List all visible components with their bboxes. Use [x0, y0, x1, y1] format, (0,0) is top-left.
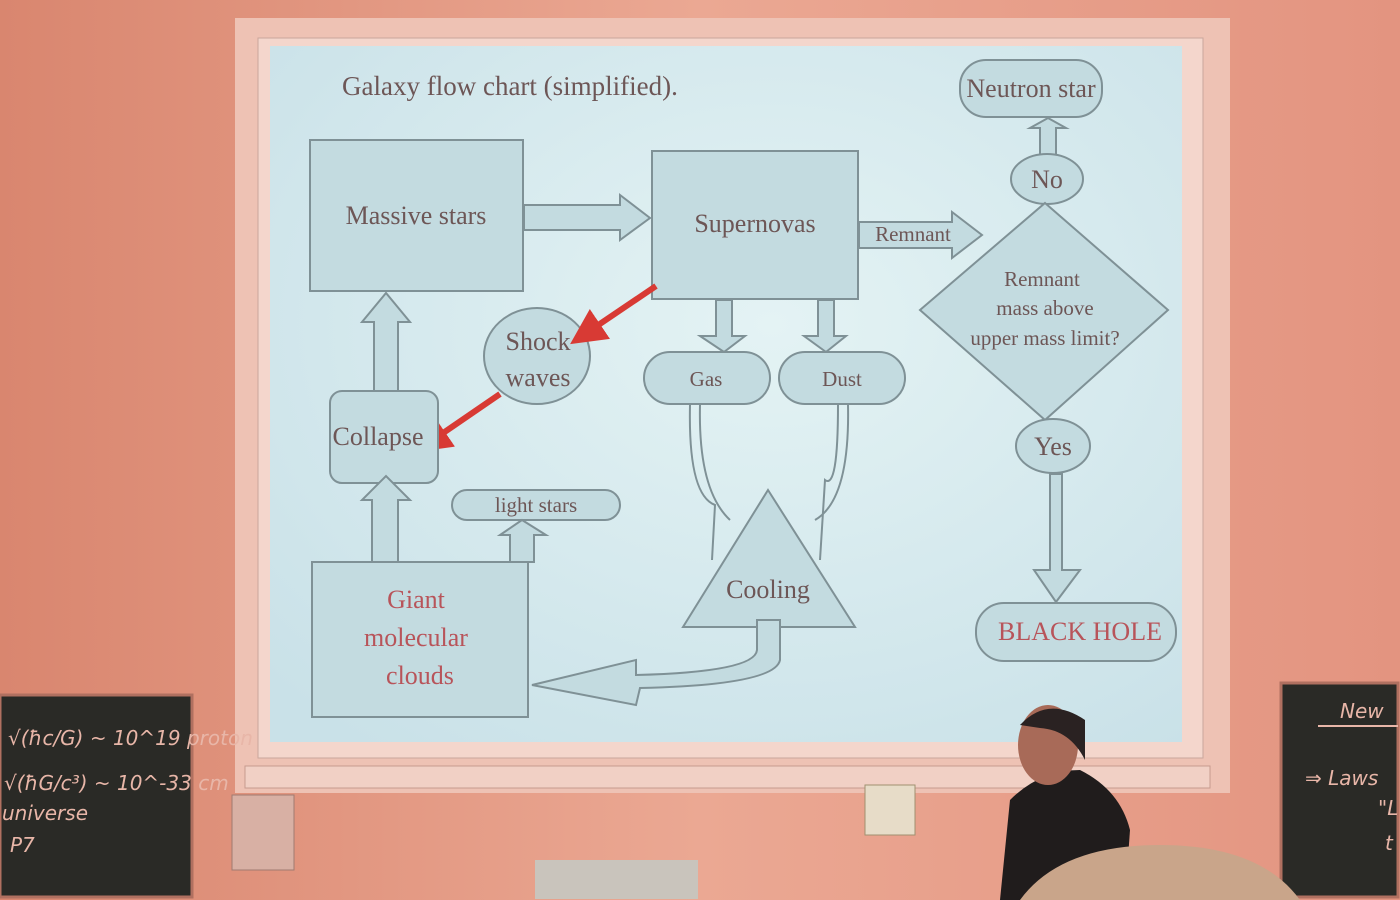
svg-text:Gas: Gas [690, 367, 723, 391]
node-neutron-star [959, 59, 1103, 118]
node-massive-stars [309, 139, 524, 292]
svg-text:mass above: mass above [996, 296, 1093, 320]
node-black-hole [975, 602, 1177, 662]
svg-text:Shock: Shock [506, 327, 571, 356]
node-shock-waves [483, 307, 591, 405]
node-supernovas [651, 150, 859, 300]
svg-text:New: New [1340, 699, 1384, 723]
audience-head [1020, 845, 1300, 900]
svg-text:Remnant: Remnant [875, 222, 951, 246]
svg-text:Yes: Yes [1034, 432, 1072, 461]
arrow-massive-to-supernova [523, 192, 652, 242]
node-gas [643, 351, 771, 405]
slide-title: Galaxy flow chart (simplified). [342, 71, 678, 101]
svg-text:Cooling: Cooling [726, 575, 810, 604]
blackboard-left: √(ħc/G) ~ 10^19 proton √(ħG/c³) ~ 10^-33… [0, 693, 253, 899]
arrow-cooling-to-clouds [531, 619, 781, 707]
node-light-stars [451, 489, 621, 521]
svg-text:light stars: light stars [495, 493, 577, 517]
projector [535, 860, 698, 899]
svg-text:t: t [1385, 831, 1394, 855]
svg-text:Collapse: Collapse [333, 422, 424, 451]
svg-text:Massive stars: Massive stars [346, 201, 487, 230]
svg-text:⇒ Laws: ⇒ Laws [1305, 766, 1378, 790]
svg-text:waves: waves [506, 363, 571, 392]
node-dust [778, 351, 906, 405]
overhead-projector [864, 784, 916, 836]
svg-text:universe: universe [2, 801, 88, 825]
svg-text:Dust: Dust [822, 367, 862, 391]
red-arrow-supernova-shock [570, 283, 658, 345]
flowchart: Galaxy flow chart (simplified). Massive … [309, 59, 1177, 718]
svg-text:No: No [1031, 165, 1063, 194]
chalk-tray [244, 765, 1211, 789]
blackboard-right: New ⇒ Laws "L t [1279, 681, 1400, 899]
svg-text:Giant: Giant [387, 585, 446, 614]
svg-text:Remnant: Remnant [1004, 267, 1080, 291]
svg-text:Neutron star: Neutron star [966, 74, 1096, 103]
svg-text:√(ħc/G) ~ 10^19 proton: √(ħc/G) ~ 10^19 proton [8, 726, 253, 750]
svg-text:Supernovas: Supernovas [694, 209, 815, 238]
svg-text:√(ħG/c³) ~ 10^-33 cm: √(ħG/c³) ~ 10^-33 cm [4, 771, 229, 795]
svg-text:BLACK HOLE: BLACK HOLE [998, 617, 1162, 646]
svg-text:"L: "L [1378, 796, 1398, 820]
red-arrow-shock-collapse [415, 391, 502, 453]
wall-panel [231, 794, 295, 871]
node-giant-molecular-clouds [311, 561, 529, 718]
arrow-remnant [858, 209, 984, 261]
svg-text:upper mass limit?: upper mass limit? [970, 326, 1119, 350]
svg-text:molecular: molecular [364, 623, 468, 652]
svg-text:P7: P7 [10, 833, 35, 857]
svg-text:clouds: clouds [386, 661, 454, 690]
